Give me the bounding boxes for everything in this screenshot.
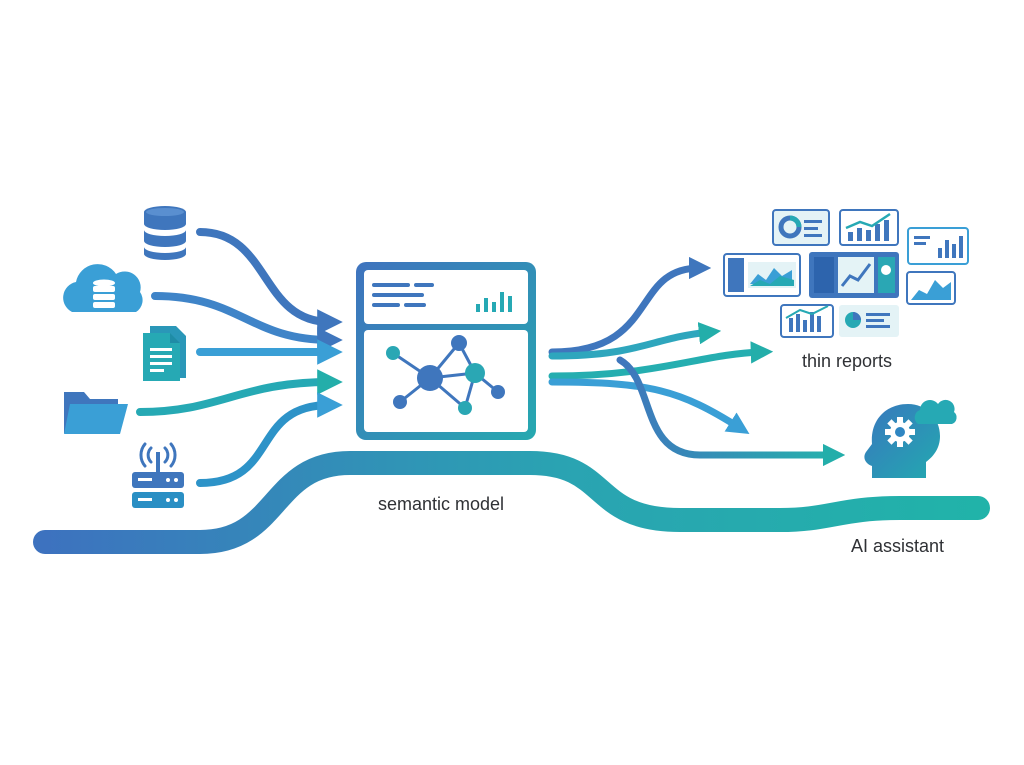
panel-header-lines xyxy=(372,283,434,307)
report-card-bars xyxy=(907,227,969,265)
input-arrow-4 xyxy=(136,369,343,416)
flow-ribbon xyxy=(33,451,990,554)
output-arrow-reports-1 xyxy=(548,256,712,356)
input-arrow-5 xyxy=(196,392,343,487)
semantic-model-label: semantic model xyxy=(378,494,505,514)
panel-bar-icon xyxy=(476,292,512,312)
thin-report-cards xyxy=(723,209,969,338)
ai-assistant-head-icon xyxy=(864,399,957,478)
input-arrow-1 xyxy=(196,228,343,335)
semantic-model-panel xyxy=(356,262,536,440)
report-card-line-bars xyxy=(839,209,899,246)
thin-reports-label: thin reports xyxy=(802,351,893,371)
report-card-donut xyxy=(772,209,830,246)
report-card-dashboard-left xyxy=(723,253,801,297)
network-device-icon xyxy=(132,442,184,508)
database-icon xyxy=(144,206,186,260)
gear-icon xyxy=(885,417,915,447)
ai-assistant-label: AI assistant xyxy=(851,536,945,556)
input-arrow-2 xyxy=(151,292,343,353)
output-arrow-ai xyxy=(616,356,846,467)
network-graph-icon xyxy=(386,335,505,415)
output-arrow-reports-3 xyxy=(548,341,774,380)
output-arrow-reports-4 xyxy=(548,378,750,434)
report-card-area xyxy=(906,271,956,305)
report-card-pie-lines xyxy=(839,305,899,337)
folder-icon xyxy=(64,392,128,434)
cloud-database-icon xyxy=(63,264,143,312)
output-arrows xyxy=(548,256,846,467)
document-icon xyxy=(143,326,186,381)
output-arrow-reports-2 xyxy=(548,321,722,360)
report-card-bars-small xyxy=(780,304,834,338)
report-card-dashboard-main xyxy=(809,252,899,298)
thought-cloud-icon xyxy=(914,399,957,424)
input-arrows xyxy=(136,228,343,487)
